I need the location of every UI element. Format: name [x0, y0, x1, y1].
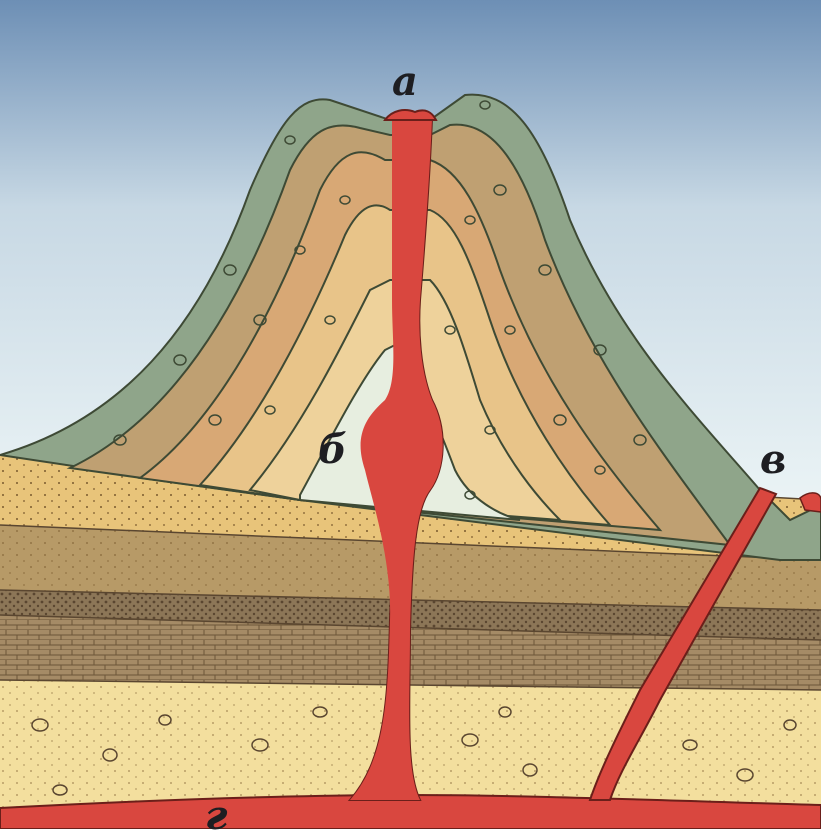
label-main-vent: б: [318, 430, 347, 470]
label-side-vent: в: [760, 440, 786, 480]
label-magma-chamber: г: [205, 796, 228, 836]
label-crater: а: [392, 62, 418, 102]
